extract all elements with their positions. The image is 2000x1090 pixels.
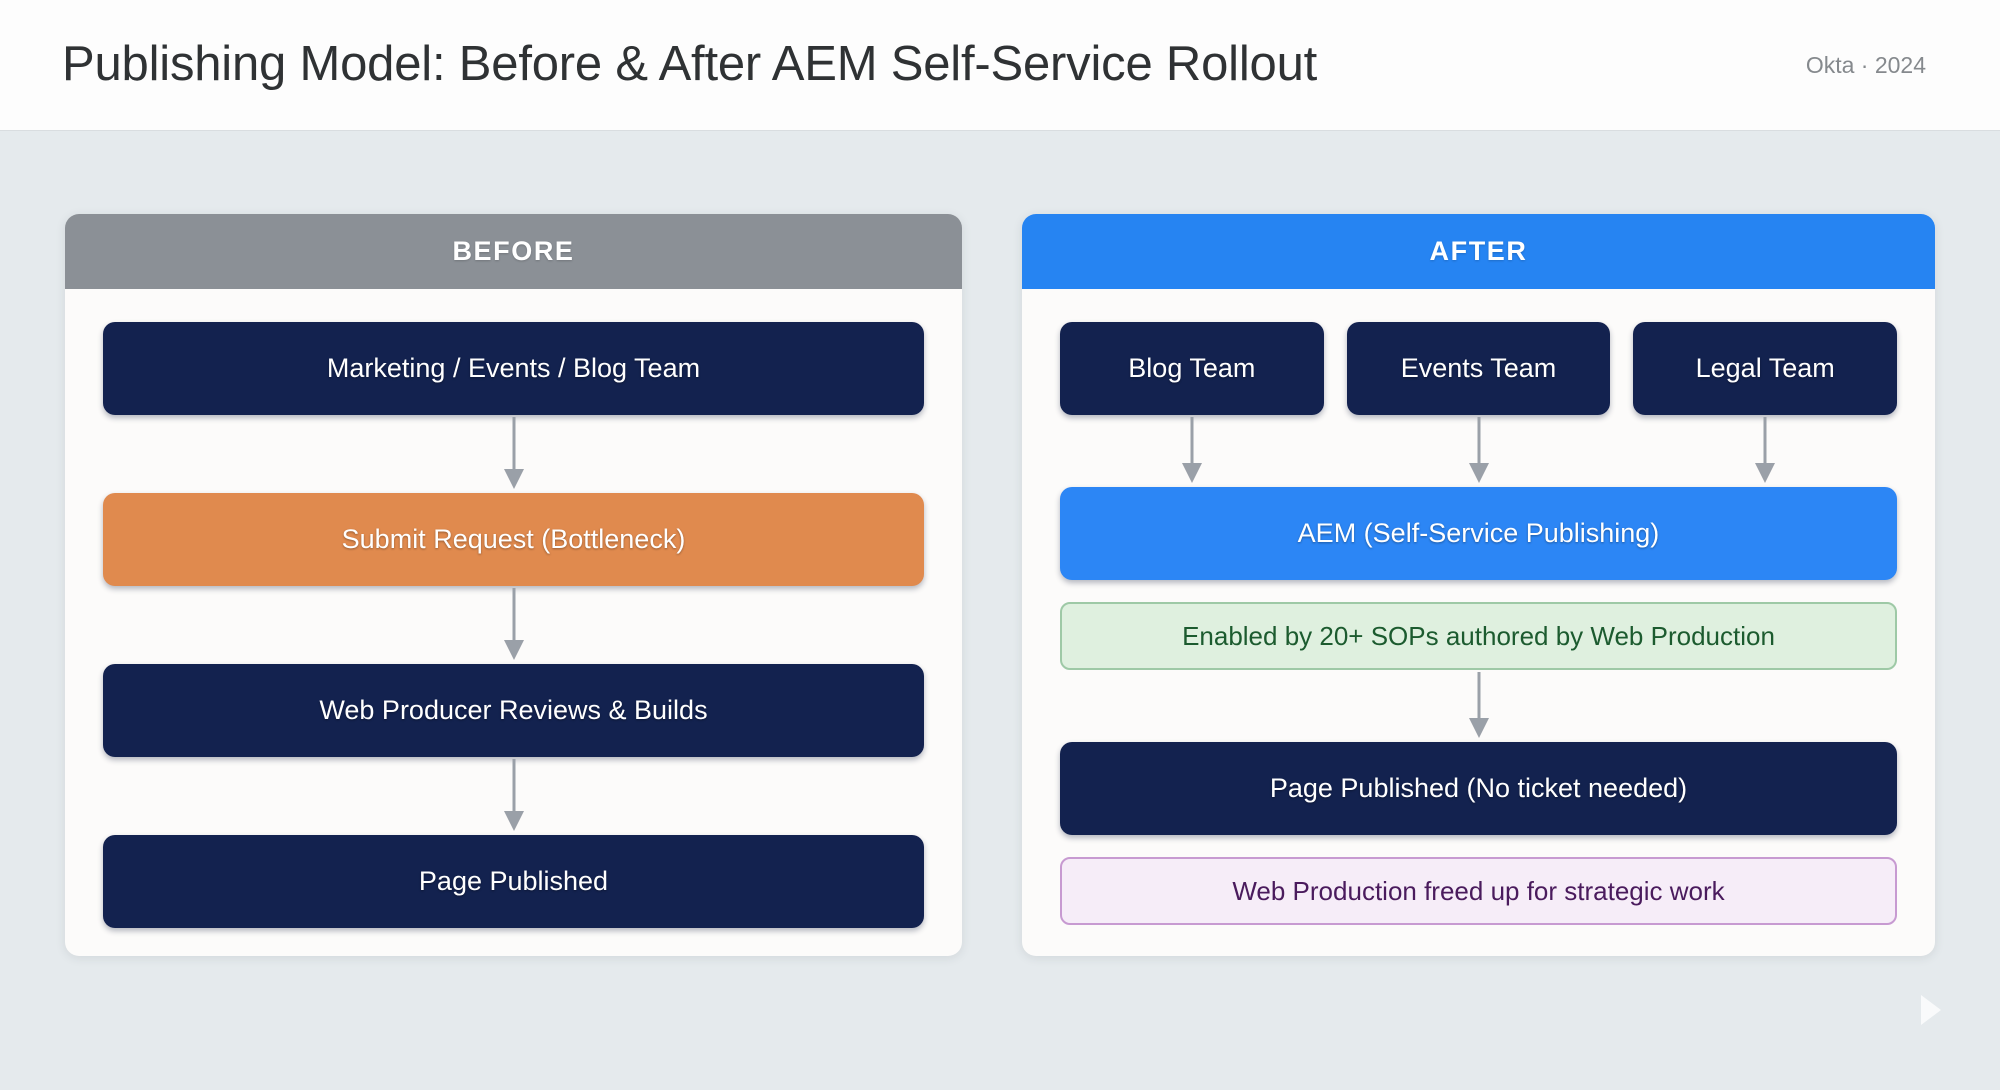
before-flow: Marketing / Events / Blog Team Submit Re… <box>65 289 962 956</box>
before-arrow-3 <box>103 757 924 835</box>
after-node-events-team[interactable]: Events Team <box>1346 322 1611 415</box>
before-node-page-published[interactable]: Page Published <box>103 835 924 928</box>
after-panel: AFTER Blog Team Events Team Legal Team <box>1022 214 1935 956</box>
after-node-page-published-no-ticket[interactable]: Page Published (No ticket needed) <box>1060 742 1897 835</box>
after-node-aem-self-service-publishing[interactable]: AEM (Self-Service Publishing) <box>1060 487 1897 580</box>
page-header: Publishing Model: Before & After AEM Sel… <box>0 0 2000 131</box>
after-node-blog-team[interactable]: Blog Team <box>1060 322 1324 415</box>
after-arrow-blog-team <box>1060 415 1324 487</box>
after-callout-sops-enablement: Enabled by 20+ SOPs authored by Web Prod… <box>1060 602 1897 670</box>
after-arrow-to-published <box>1060 670 1897 742</box>
before-node-marketing-events-blog-team[interactable]: Marketing / Events / Blog Team <box>103 322 924 415</box>
after-arrow-events-team <box>1347 415 1611 487</box>
after-team-row: Blog Team Events Team Legal Team <box>1060 322 1898 415</box>
after-arrow-legal-team <box>1633 415 1897 487</box>
page-title: Publishing Model: Before & After AEM Sel… <box>62 37 1318 92</box>
page-subtitle: Okta · 2024 <box>1805 51 1926 78</box>
after-panel-header: AFTER <box>1022 214 1935 289</box>
before-panel: BEFORE Marketing / Events / Blog Team Su… <box>65 214 962 956</box>
after-spacer-1 <box>1060 580 1897 602</box>
after-node-legal-team[interactable]: Legal Team <box>1633 322 1898 415</box>
before-panel-header: BEFORE <box>65 214 962 289</box>
chevron-right-icon[interactable] <box>1919 993 1945 1027</box>
before-arrow-1 <box>103 415 924 493</box>
slide-stage: BEFORE Marketing / Events / Blog Team Su… <box>0 131 2000 1090</box>
after-team-arrows <box>1060 415 1897 487</box>
before-arrow-2 <box>103 586 924 664</box>
before-node-submit-request-bottleneck[interactable]: Submit Request (Bottleneck) <box>103 493 924 586</box>
comparison-panels: BEFORE Marketing / Events / Blog Team Su… <box>65 214 1935 956</box>
after-spacer-2 <box>1060 835 1897 857</box>
after-flow: Blog Team Events Team Legal Team <box>1022 289 1935 956</box>
after-callout-web-production-freed-up: Web Production freed up for strategic wo… <box>1060 857 1897 925</box>
before-node-web-producer-reviews-builds[interactable]: Web Producer Reviews & Builds <box>103 664 924 757</box>
